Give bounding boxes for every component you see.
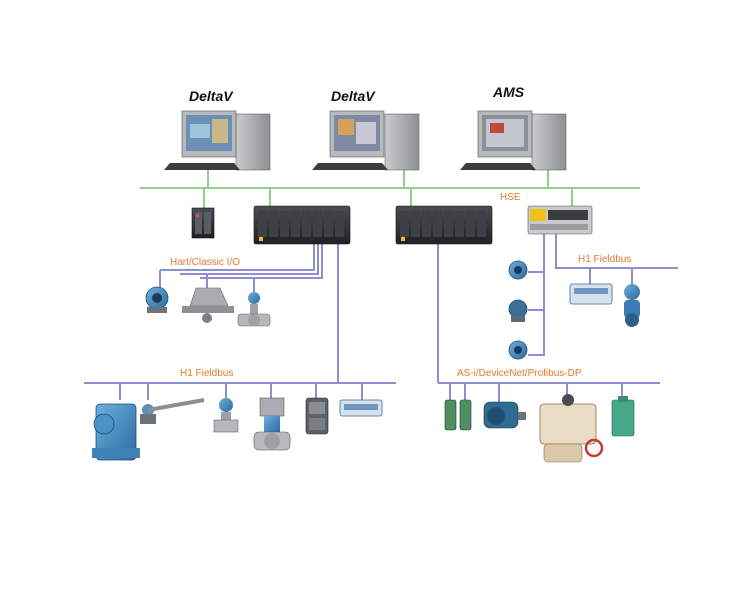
workstation-label-2: DeltaV [331, 88, 375, 104]
workstation-3 [460, 110, 567, 171]
hart-bus-3 [200, 243, 323, 279]
network-lines [84, 165, 678, 402]
keyboard [312, 163, 388, 170]
control-valve-icon [237, 292, 271, 327]
valve-actuator-icon [539, 394, 604, 463]
temperature-probe-icon [140, 398, 205, 424]
h1-right-branch [528, 234, 545, 356]
pc-tower [384, 113, 420, 171]
level-transmitter-icon [508, 299, 528, 322]
workstation-label-1: DeltaV [189, 88, 233, 104]
sensor-box-icon [611, 396, 635, 437]
workstation-2 [312, 110, 420, 171]
screen-graphic-2 [490, 123, 504, 133]
pressure-transmitter-icon [508, 260, 528, 280]
controller-rack-2 [395, 205, 493, 245]
screen-graphic-2 [356, 122, 376, 144]
network-label-asi: AS-i/DeviceNet/Profibus-DP [457, 368, 582, 379]
magnetic-flowmeter-icon [624, 284, 640, 327]
analyzer-icon [92, 403, 140, 461]
coriolis-flow-meter-icon [182, 287, 234, 323]
hart-bus [160, 243, 315, 271]
network-label-h1-left: H1 Fieldbus [180, 368, 234, 379]
controller-rack-1 [253, 205, 351, 245]
pc-tower [235, 113, 271, 171]
workstation-label-3: AMS [493, 84, 525, 100]
valve-positioner-icon [305, 397, 329, 435]
pressure-transmitter-icon [145, 286, 169, 313]
linking-device [527, 205, 593, 235]
keyboard [164, 163, 240, 170]
screen-graphic-2 [212, 119, 228, 143]
keyboard [460, 163, 536, 170]
network-label-hart: Hart/Classic I/O [170, 257, 241, 268]
workstation-1 [164, 110, 271, 171]
h1-right-bus [555, 234, 678, 269]
screen-graphic [338, 119, 354, 135]
sensor-module-icon [444, 399, 472, 431]
terminal-block-icon [339, 399, 383, 417]
network-label-h1-right: H1 Fieldbus [578, 254, 632, 265]
screen-graphic [190, 124, 210, 138]
motor-icon [483, 401, 526, 429]
hart-bus-2 [180, 243, 319, 275]
io-cabinet [191, 207, 215, 239]
fieldbus-terminator-icon [569, 283, 613, 305]
temperature-transmitter-icon [508, 340, 528, 360]
network-label-hse: HSE [500, 192, 521, 203]
pressure-transmitter-icon [213, 398, 239, 433]
pc-tower [531, 113, 567, 171]
control-valve-icon [253, 397, 291, 451]
